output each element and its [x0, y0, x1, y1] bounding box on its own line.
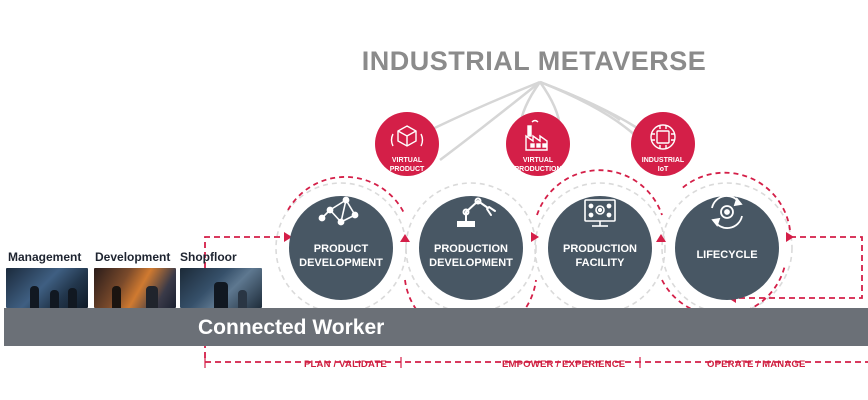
robot-arm-icon [457, 197, 496, 227]
connected-worker-label: Connected Worker [198, 316, 385, 339]
outer-loop [204, 236, 868, 363]
stage-circles [289, 196, 779, 300]
stage-product-development: PRODUCT DEVELOPMENT [299, 243, 383, 269]
phase-plan-validate: PLAN / VALIDATE [304, 359, 387, 370]
sub-virtual-product: VIRTUAL PRODUCT [389, 157, 425, 173]
globe-chip-icon [650, 124, 676, 150]
stage-lifecycle: LIFECYCLE [696, 249, 758, 261]
photo-label-development: Development [95, 250, 171, 264]
stage-production-facility: PRODUCTION FACILITY [563, 243, 637, 269]
photo-management [6, 268, 88, 308]
phase-empower-experience: EMPOWER / EXPERIENCE [502, 359, 626, 370]
phase-separators [204, 357, 641, 368]
network-icon [318, 196, 359, 226]
cube-hands-icon [390, 125, 424, 147]
factory-icon [525, 119, 548, 151]
photo-shopfloor [180, 268, 262, 308]
phase-operate-manage: OPERATE / MANAGE [707, 359, 806, 370]
page-title: INDUSTRIAL METAVERSE [361, 46, 707, 76]
sub-virtual-production: VIRTUAL PRODUCTION [514, 157, 562, 173]
photo-development [94, 268, 176, 308]
cycle-gear-icon [711, 195, 743, 229]
connected-worker-band [4, 308, 868, 346]
stage-production-development: PRODUCTION DEVELOPMENT [429, 243, 513, 269]
photo-label-shopfloor: Shopfloor [180, 250, 237, 264]
photo-label-management: Management [8, 250, 82, 264]
sub-industrial-iot: INDUSTRIAL IoT [641, 157, 685, 173]
flow-arcs [287, 169, 791, 339]
monitor-gears-icon [584, 199, 616, 227]
